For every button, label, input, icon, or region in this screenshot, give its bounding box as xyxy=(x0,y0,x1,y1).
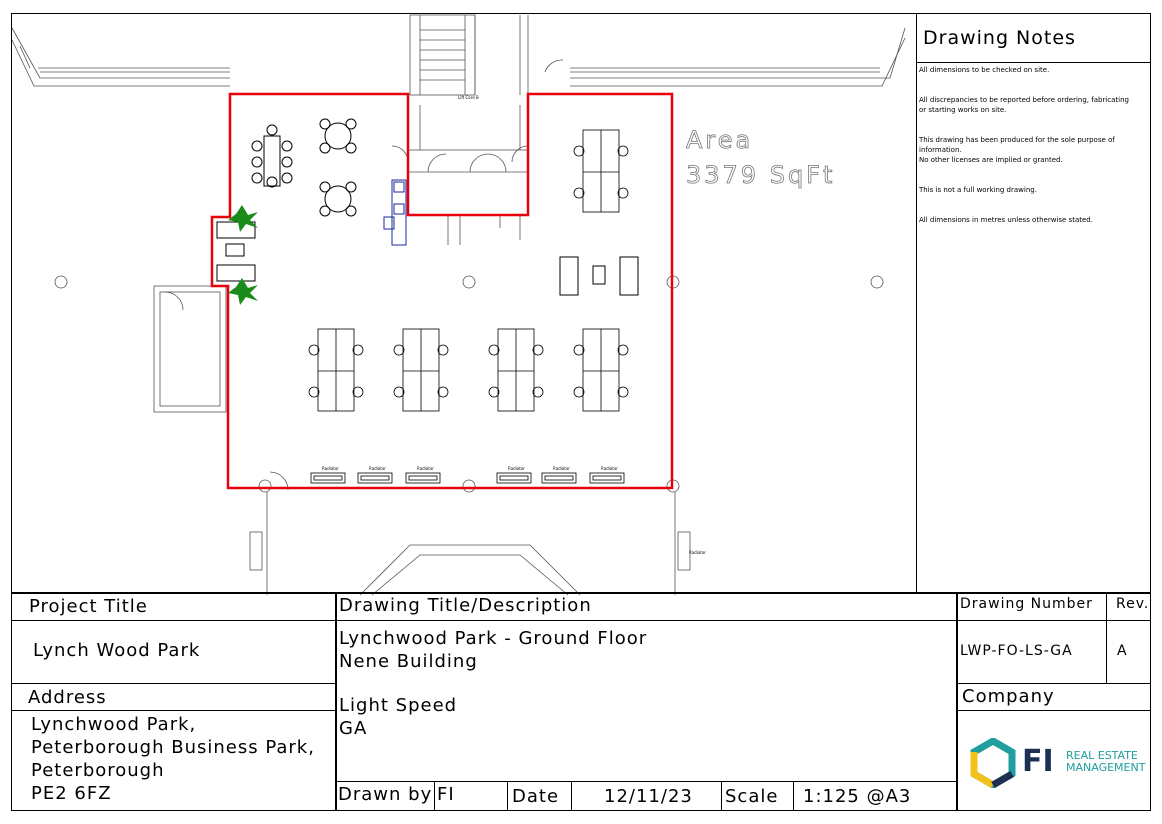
scale-value: 1:125 @A3 xyxy=(803,786,912,807)
area-label: Area xyxy=(686,126,753,154)
company-logo: FI REAL ESTATE MANAGEMENT xyxy=(970,738,1145,788)
radiator xyxy=(310,472,346,484)
date-label: Date xyxy=(512,786,560,807)
drawn-by-label: Drawn by xyxy=(338,784,433,805)
address-label: Address xyxy=(28,687,107,708)
desk-chair xyxy=(617,187,629,199)
desk-chair xyxy=(617,386,629,398)
address-line: Peterborough Business Park, xyxy=(31,737,315,758)
radiator xyxy=(357,472,393,484)
radiator-label: Radiator xyxy=(689,550,706,555)
drawing-title-block: Lynchwood Park - Ground Floor Nene Build… xyxy=(339,627,647,673)
stair-label: Lift Core B xyxy=(458,95,479,100)
note-item: All dimensions to be checked on site. xyxy=(919,66,1050,74)
desk-chair xyxy=(393,386,405,398)
desk-chair xyxy=(573,145,585,157)
radiator xyxy=(496,472,532,484)
address-line: Lynchwood Park, xyxy=(31,714,197,735)
desk-chair xyxy=(573,386,585,398)
radiator-label: Radiator xyxy=(553,466,570,471)
lease-boundary xyxy=(210,92,674,490)
rev-label: Rev. xyxy=(1116,596,1150,612)
desk-chair xyxy=(532,386,544,398)
radiator-label: Radiator xyxy=(417,466,434,471)
drawing-number-value: LWP-FO-LS-GA xyxy=(960,643,1073,659)
address-block: Lynchwood Park, Peterborough Business Pa… xyxy=(31,713,315,805)
drawing-notes-list: All dimensions to be checked on site. Al… xyxy=(917,63,1151,225)
desk-chair xyxy=(437,344,449,356)
desk-chair xyxy=(488,386,500,398)
radiator-inner xyxy=(592,475,622,481)
radiator xyxy=(541,472,577,484)
logo-line: MANAGEMENT xyxy=(1066,761,1146,774)
company-label: Company xyxy=(962,686,1055,707)
desk-chair xyxy=(308,344,320,356)
desk-chair xyxy=(573,344,585,356)
radiator-inner xyxy=(544,475,574,481)
radiator-label: Radiator xyxy=(369,466,386,471)
radiator-inner xyxy=(360,475,390,481)
desk-chair xyxy=(617,344,629,356)
drawing-notes-panel: Drawing Notes All dimensions to be check… xyxy=(916,13,1151,593)
logo-line: REAL ESTATE xyxy=(1066,749,1138,762)
radiator xyxy=(589,472,625,484)
address-line: PE2 6FZ xyxy=(31,783,112,804)
radiator-inner xyxy=(313,475,343,481)
note-item: All dimensions in metres unless otherwis… xyxy=(919,216,1093,224)
desk-chair xyxy=(532,344,544,356)
drawing-title-line: Nene Building xyxy=(339,651,478,672)
date-value: 12/11/23 xyxy=(604,786,693,807)
description-line: Light Speed xyxy=(339,695,458,716)
description-block: Light Speed GA xyxy=(339,694,457,740)
hexagon-logo-icon xyxy=(970,738,1016,788)
desk-chair xyxy=(437,386,449,398)
radiator xyxy=(405,472,441,484)
description-line: GA xyxy=(339,718,368,739)
note-item: This drawing has been produced for the s… xyxy=(919,136,1115,164)
area-value: 3379 SqFt xyxy=(686,161,835,189)
drawing-frame xyxy=(11,13,1151,811)
desk-chair xyxy=(573,187,585,199)
desk-chair xyxy=(352,344,364,356)
radiator-inner xyxy=(408,475,438,481)
radiator-label: Radiator xyxy=(322,466,339,471)
logo-text: REAL ESTATE MANAGEMENT xyxy=(1066,750,1145,774)
desk-chair xyxy=(308,386,320,398)
radiator-label: Radiator xyxy=(601,466,618,471)
drawn-by-value: FI xyxy=(437,784,455,805)
radiator-inner xyxy=(499,475,529,481)
drawing-number-label: Drawing Number xyxy=(960,596,1093,612)
desk-chair xyxy=(617,145,629,157)
scale-label: Scale xyxy=(725,786,779,807)
desk-chair xyxy=(393,344,405,356)
project-title-value: Lynch Wood Park xyxy=(33,640,201,661)
radiator-label: Radiator xyxy=(508,466,525,471)
drawing-notes-title: Drawing Notes xyxy=(917,13,1151,63)
drawing-title-line: Lynchwood Park - Ground Floor xyxy=(339,628,648,649)
rev-value: A xyxy=(1117,643,1128,659)
drawing-title-label: Drawing Title/Description xyxy=(339,595,592,616)
desk-chair xyxy=(352,386,364,398)
logo-mark: FI xyxy=(1022,744,1054,779)
note-item: This is not a full working drawing. xyxy=(919,186,1037,194)
address-line: Peterborough xyxy=(31,760,165,781)
project-title-label: Project Title xyxy=(29,596,148,617)
note-item: All discrepancies to be reported before … xyxy=(919,96,1129,114)
desk-chair xyxy=(488,344,500,356)
